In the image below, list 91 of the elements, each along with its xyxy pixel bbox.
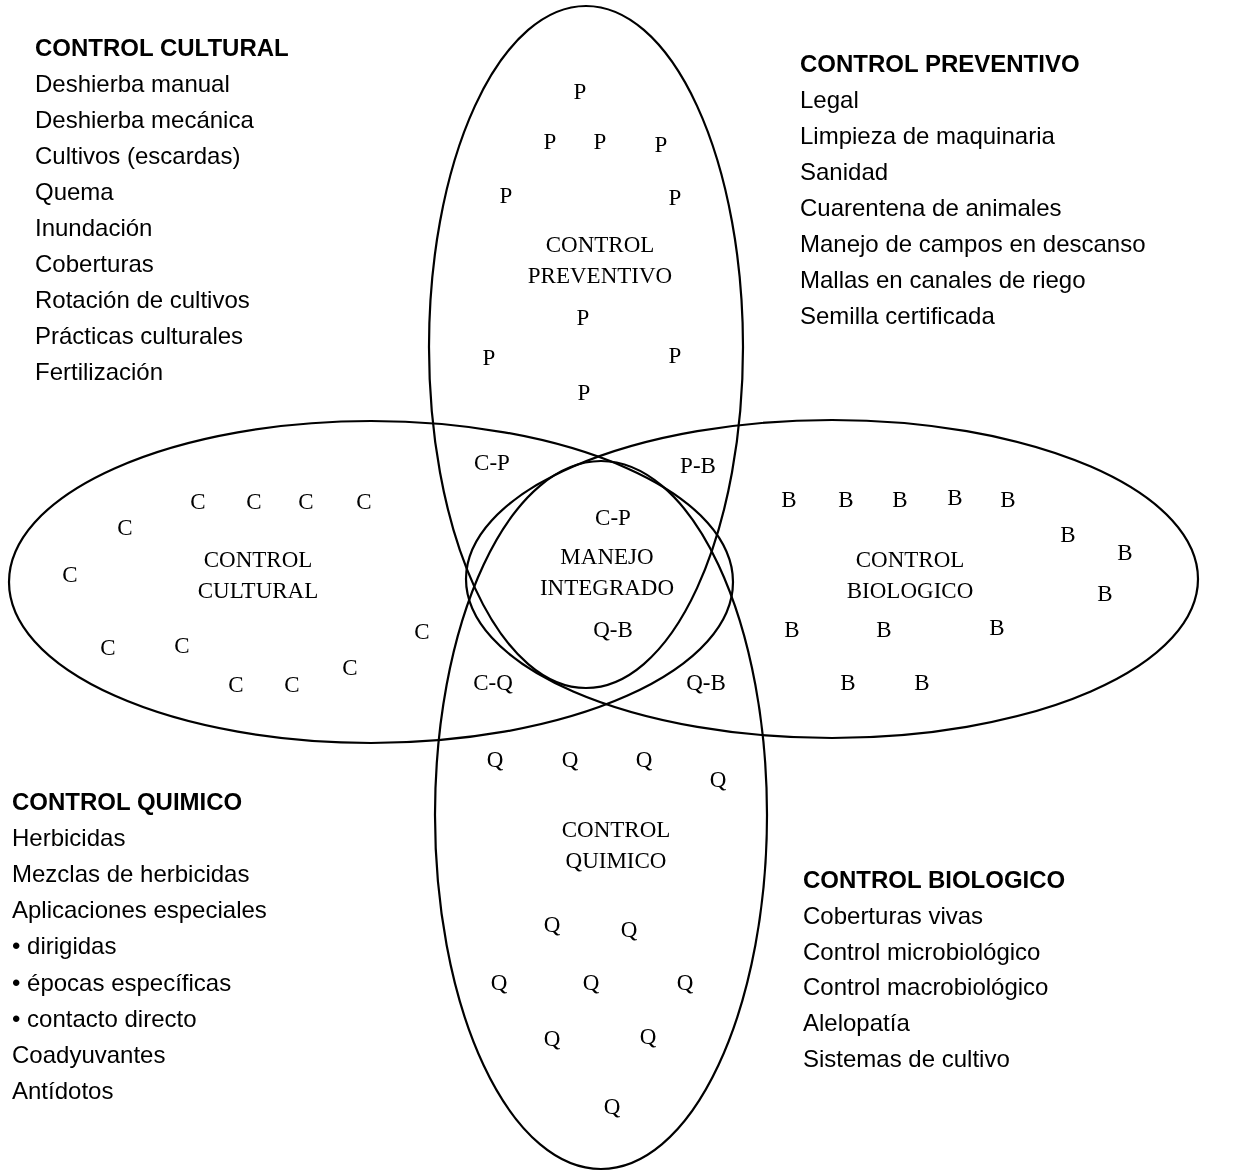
list-item: Antídotos (12, 1076, 114, 1105)
region-letter: Q (543, 912, 561, 938)
list-item: Sistemas de cultivo (803, 1045, 1010, 1073)
region-letter: C (62, 562, 78, 588)
region-letter: Q (639, 1024, 657, 1050)
region-letter: C (246, 489, 262, 515)
region-letter: P (499, 183, 513, 209)
region-letter: B (1097, 581, 1113, 607)
region-letter: B (781, 487, 797, 513)
list-item: Cultivos (escardas) (35, 142, 241, 170)
region-letter: B (1000, 487, 1016, 513)
list-heading: CONTROL BIOLOGICO (803, 866, 1066, 894)
region-letter: B (1060, 522, 1076, 548)
region-letter: C (100, 635, 116, 661)
overlap-label: P-B (680, 453, 716, 479)
list-item: Control macrobiológico (803, 973, 1049, 1002)
region-letter: P (482, 345, 496, 371)
overlap-label: C-P (474, 450, 510, 476)
region-letter: C (356, 489, 372, 515)
region-letter: B (838, 487, 854, 513)
list-item: Legal (800, 86, 859, 114)
region-label: CONTROL CULTURAL (196, 546, 320, 605)
list-item: Aplicaciones especiales (12, 896, 267, 925)
list-item: Semilla certificada (800, 302, 995, 330)
list-item: Deshierba mecánica (35, 106, 254, 134)
list-item: Mallas en canales de riego (800, 266, 1086, 294)
region-letter: Q (676, 970, 694, 996)
list-heading: CONTROL CULTURAL (35, 34, 289, 62)
region-letter: C (284, 672, 300, 698)
list-item: Inundación (35, 214, 153, 242)
list-item: Sanidad (800, 158, 889, 186)
overlap-label: C-P (595, 505, 631, 531)
list-item: Deshierba manual (35, 70, 230, 98)
region-letter: Q (490, 970, 508, 996)
region-letter: P (654, 132, 668, 158)
region-letter: B (989, 615, 1005, 641)
region-letter: P (576, 305, 590, 331)
list-item: Herbicidas (12, 824, 126, 853)
overlap-label: C-Q (473, 670, 513, 696)
region-letter: B (892, 487, 908, 513)
region-letter: B (784, 617, 800, 643)
list-heading: CONTROL PREVENTIVO (800, 50, 1080, 78)
list-item: Coadyuvantes (12, 1040, 166, 1069)
region-letter: Q (709, 767, 727, 793)
list-item: Manejo de campos en descanso (800, 230, 1146, 258)
region-letter: P (543, 129, 557, 155)
list-item: Coberturas (35, 250, 154, 278)
region-letter: P (573, 79, 587, 105)
list-heading: CONTROL QUIMICO (12, 788, 243, 816)
region-letter: P (577, 380, 591, 406)
list-item: Mezclas de herbicidas (12, 860, 250, 889)
region-letter: P (668, 185, 682, 211)
list-item: Prácticas culturales (35, 322, 244, 350)
region-letter: Q (486, 747, 504, 773)
list-item: Alelopatía (803, 1009, 910, 1038)
overlap-label: Q-B (686, 670, 726, 696)
region-letter: Q (635, 747, 653, 773)
region-letter: C (298, 489, 314, 515)
region-letter: C (117, 515, 133, 541)
list-item: • épocas específicas (12, 968, 232, 997)
list-item: Limpieza de maquinaria (800, 122, 1055, 150)
list-item: Control microbiológico (803, 937, 1041, 966)
region-letter: Q (561, 747, 579, 773)
region-letter: Q (620, 917, 638, 943)
region-letter: C (190, 489, 206, 515)
region-letter: Q (603, 1094, 621, 1120)
region-label: CONTROL QUIMICO (560, 816, 672, 875)
region-label: CONTROL BIOLOGICO (845, 546, 975, 605)
region-letter: C (228, 672, 244, 698)
list-item: Fertilización (35, 358, 164, 386)
region-letter: C (414, 619, 430, 645)
list-item: Cuarentena de animales (800, 194, 1062, 222)
overlap-label: Q-B (593, 617, 633, 643)
region-label: CONTROL PREVENTIVO (526, 231, 674, 290)
list-item: • dirigidas (12, 932, 117, 961)
list-item: Coberturas vivas (803, 901, 984, 930)
region-letter: Q (582, 970, 600, 996)
region-letter: P (593, 129, 607, 155)
region-letter: C (174, 633, 190, 659)
region-letter: MANEJO INTEGRADO (538, 543, 676, 602)
region-letter: Q (543, 1026, 561, 1052)
list-item: Quema (35, 178, 114, 206)
region-letter: B (914, 670, 930, 696)
region-letter: B (1117, 540, 1133, 566)
region-letter: B (840, 670, 856, 696)
region-letter: B (876, 617, 892, 643)
region-letter: P (668, 343, 682, 369)
region-letter: B (947, 485, 963, 511)
list-item: • contacto directo (12, 1004, 197, 1033)
list-item: Rotación de cultivos (35, 286, 250, 314)
region-letter: C (342, 655, 358, 681)
